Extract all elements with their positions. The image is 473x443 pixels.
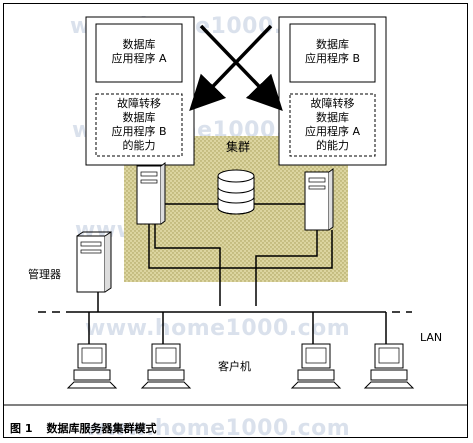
figure-frame bbox=[3, 3, 468, 438]
client-pc-icon bbox=[140, 343, 192, 389]
client-pc-icon bbox=[66, 343, 118, 389]
lan-label: LAN bbox=[420, 331, 443, 344]
manager-server-icon bbox=[76, 231, 112, 293]
figure-number: 图 1 bbox=[10, 422, 33, 435]
server-b-app-box bbox=[289, 23, 376, 83]
server-a-tower-icon bbox=[136, 162, 166, 225]
client-pc-icon bbox=[290, 343, 342, 389]
watermark: www.home1000.com bbox=[85, 316, 351, 341]
failover-arrow-b-to-a bbox=[189, 24, 273, 112]
cluster-links bbox=[148, 203, 333, 306]
cluster-label: 集群 bbox=[226, 140, 251, 154]
server-a-app-box bbox=[95, 23, 183, 83]
manager-label: 管理器 bbox=[28, 268, 61, 281]
server-a-app-label: 数据库 应用程序 A bbox=[111, 38, 167, 65]
server-a-failover-box bbox=[95, 93, 183, 157]
figure-caption: 图 1 数据库服务器集群模式 bbox=[10, 420, 170, 436]
clients-label: 客户机 bbox=[218, 360, 251, 373]
server-b-app-label: 数据库 应用程序 B bbox=[304, 38, 361, 65]
watermark: www.home1000.com bbox=[85, 416, 351, 441]
shared-storage-icon bbox=[217, 169, 255, 215]
server-b-tower-icon bbox=[304, 168, 334, 231]
figure-title: 数据库服务器集群模式 bbox=[46, 422, 157, 435]
server-a-failover-label: 故障转移 数据库 应用程序 B 的能力 bbox=[111, 97, 167, 152]
server-b-failover-box bbox=[289, 93, 376, 157]
failover-arrow-a-to-b bbox=[199, 24, 283, 112]
client-pc-icon bbox=[363, 343, 415, 389]
server-b-failover-label: 故障转移 数据库 应用程序 A 的能力 bbox=[304, 97, 361, 152]
